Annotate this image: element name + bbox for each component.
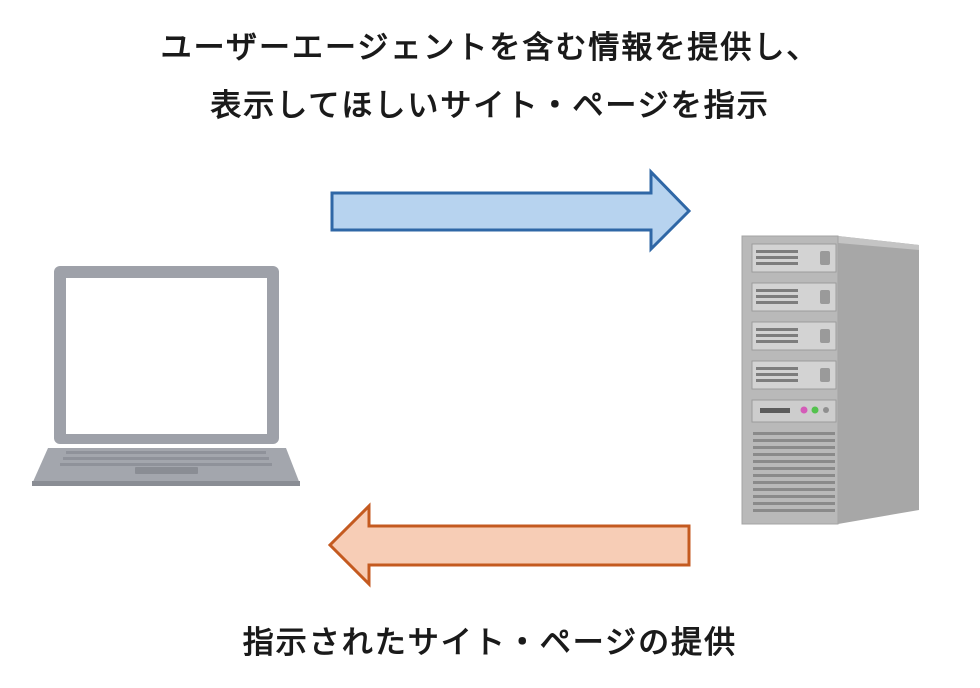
response-caption: 指示されたサイト・ページの提供 — [242, 625, 738, 661]
laptop-icon — [32, 266, 300, 486]
request-caption-line-2: 表示してほしいサイト・ページを指示 — [210, 88, 770, 124]
status-led-pink-icon — [800, 406, 808, 414]
request-caption-line-1: ユーザーエージェントを含む情報を提供し、 — [160, 30, 820, 66]
server-tower-icon — [741, 235, 919, 525]
status-led-green-icon — [811, 406, 819, 414]
server-control-panel — [751, 399, 837, 423]
drive-bays — [751, 243, 837, 390]
response-arrow — [327, 502, 691, 588]
ventilation-grille — [753, 432, 835, 512]
request-arrow — [330, 168, 692, 253]
